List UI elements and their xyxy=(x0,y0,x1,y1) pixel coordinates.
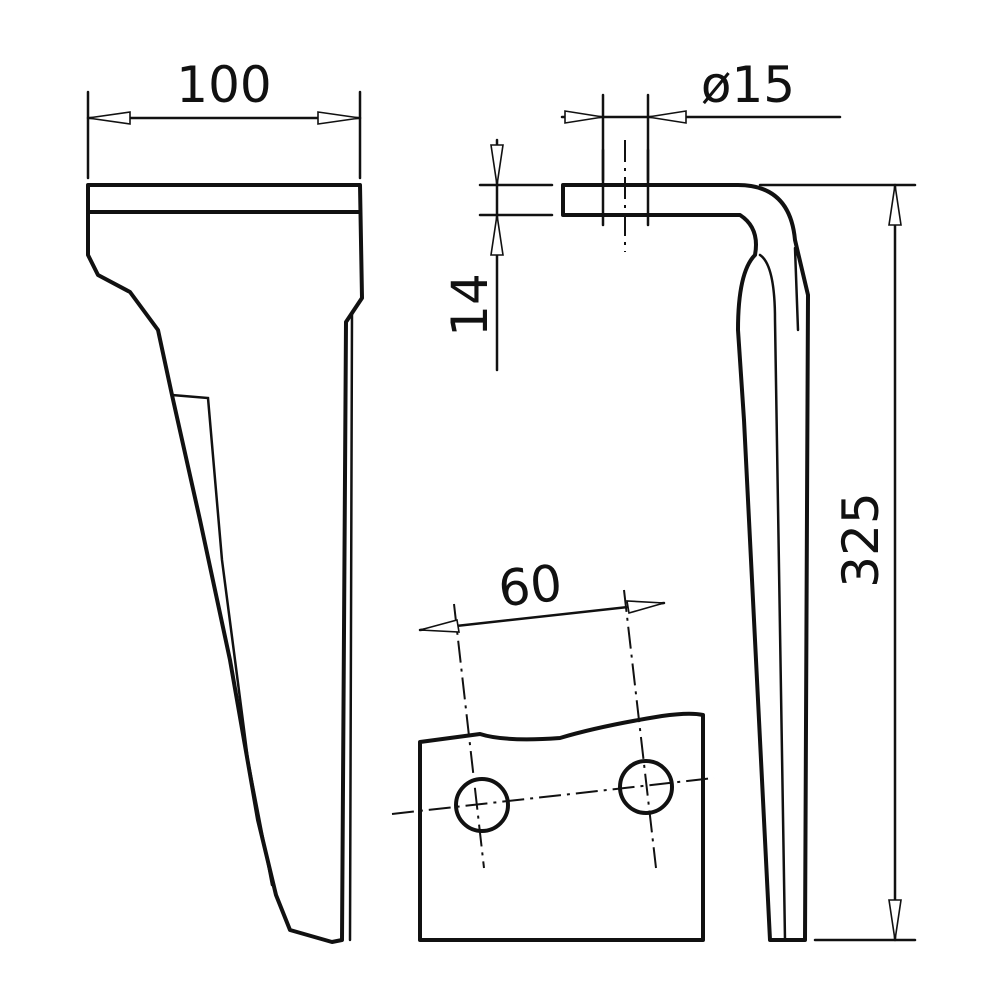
arrowhead-left xyxy=(87,111,131,125)
dim-label-14: 14 xyxy=(441,273,499,337)
arrowhead-right xyxy=(317,111,361,125)
blade-bevel-line xyxy=(170,393,274,887)
blade-profile-inner-edge xyxy=(758,253,787,942)
blade-side-view xyxy=(86,183,364,944)
hole-axis-centerline xyxy=(391,777,715,815)
dim-overall-height: 325 xyxy=(758,183,917,942)
dim-thickness: 14 xyxy=(441,138,554,372)
mounting-plate-view xyxy=(391,589,715,942)
dim-label-diameter-15: ø15 xyxy=(701,56,795,114)
arrowhead-top xyxy=(888,184,902,226)
mounting-hole-left xyxy=(454,777,510,833)
arrowhead-left xyxy=(564,110,604,124)
dim-hole-spacing: 60 xyxy=(418,554,666,633)
arrowhead-bottom xyxy=(888,899,902,941)
mounting-plate-outline xyxy=(418,711,705,942)
dim-label-100: 100 xyxy=(176,56,271,114)
blade-front-view xyxy=(561,140,810,942)
arrowhead-left xyxy=(419,618,460,633)
arrowhead-right xyxy=(647,110,687,124)
dim-label-60: 60 xyxy=(496,554,565,618)
dimension-line xyxy=(418,601,666,632)
arrowhead-right xyxy=(626,600,665,615)
blade-side-outline xyxy=(86,183,364,944)
blade-profile-outline xyxy=(561,183,810,942)
blade-profile-bevel xyxy=(793,246,800,332)
dim-top-width: 100 xyxy=(86,56,362,180)
hole-right-centerline xyxy=(623,589,657,869)
arrowhead-bottom xyxy=(490,214,504,256)
mounting-hole-right xyxy=(618,759,674,815)
dim-label-325: 325 xyxy=(832,492,890,587)
hole-left-centerline xyxy=(453,603,485,869)
dim-hole-diameter: ø15 xyxy=(560,56,842,182)
arrowhead-top xyxy=(490,144,504,186)
blade-back-edge xyxy=(348,310,354,942)
